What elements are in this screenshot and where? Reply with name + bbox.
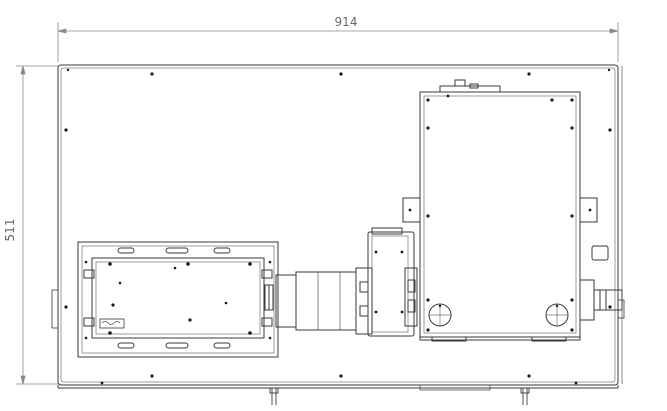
feet: [269, 387, 530, 405]
height-dimension-label: 511: [3, 219, 17, 242]
motor-block: [367, 227, 418, 337]
height-dimension: [16, 65, 58, 385]
right-housing-holes: [408, 94, 592, 332]
motor-block-holes: [374, 250, 404, 314]
base-plate-holes: [64, 68, 612, 385]
right-housing: [402, 79, 623, 342]
left-stage-holes: [84, 260, 272, 340]
width-dimension-label: 914: [335, 15, 358, 29]
width-dimension: [57, 22, 619, 62]
connecting-tube: [275, 267, 373, 335]
left-stage-frame: [77, 241, 279, 358]
